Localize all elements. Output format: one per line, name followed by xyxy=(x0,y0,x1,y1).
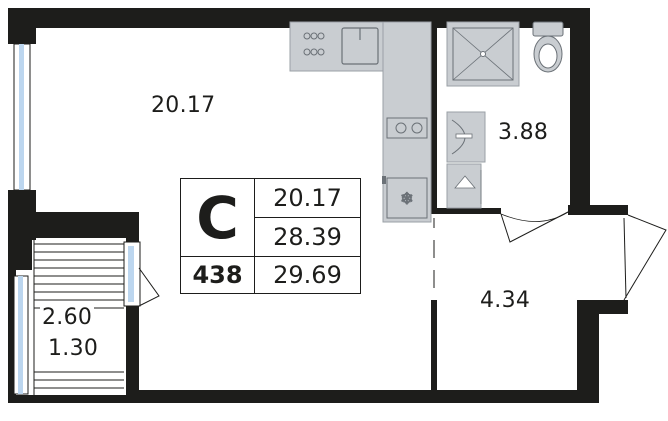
apartment-summary-table: С 438 20.17 28.39 29.69 xyxy=(180,178,361,294)
room-area-balcony-2: 1.30 xyxy=(46,336,101,361)
apartment-number: 438 xyxy=(181,257,255,293)
living-area-value: 20.17 xyxy=(255,179,360,218)
bathroom-fixtures xyxy=(446,21,564,209)
entrance-door xyxy=(623,214,667,301)
apartment-type-letter: С xyxy=(181,179,255,257)
room-area-hall: 4.34 xyxy=(480,288,531,313)
walls xyxy=(8,8,628,403)
bathroom-door xyxy=(500,211,569,243)
kitchen-counter: ❄ xyxy=(289,21,432,223)
hob-icon xyxy=(303,32,325,56)
room-area-balcony-1: 2.60 xyxy=(40,305,95,330)
toilet-icon xyxy=(532,21,564,73)
room-area-bathroom: 3.88 xyxy=(498,120,549,145)
balcony-door xyxy=(138,267,160,307)
sink-icon xyxy=(341,27,379,65)
washing-machine-icon xyxy=(446,163,482,209)
balcony-slats xyxy=(33,238,124,395)
cooktop-icon xyxy=(386,117,428,139)
total-with-balcony-value: 29.69 xyxy=(273,261,342,289)
washbasin-icon xyxy=(446,111,486,163)
total-area-value: 28.39 xyxy=(255,218,360,257)
room-area-main: 20.17 xyxy=(151,93,216,118)
windows xyxy=(13,43,141,395)
svg-text:❄: ❄ xyxy=(400,189,413,208)
fridge-icon: ❄ xyxy=(386,177,428,219)
